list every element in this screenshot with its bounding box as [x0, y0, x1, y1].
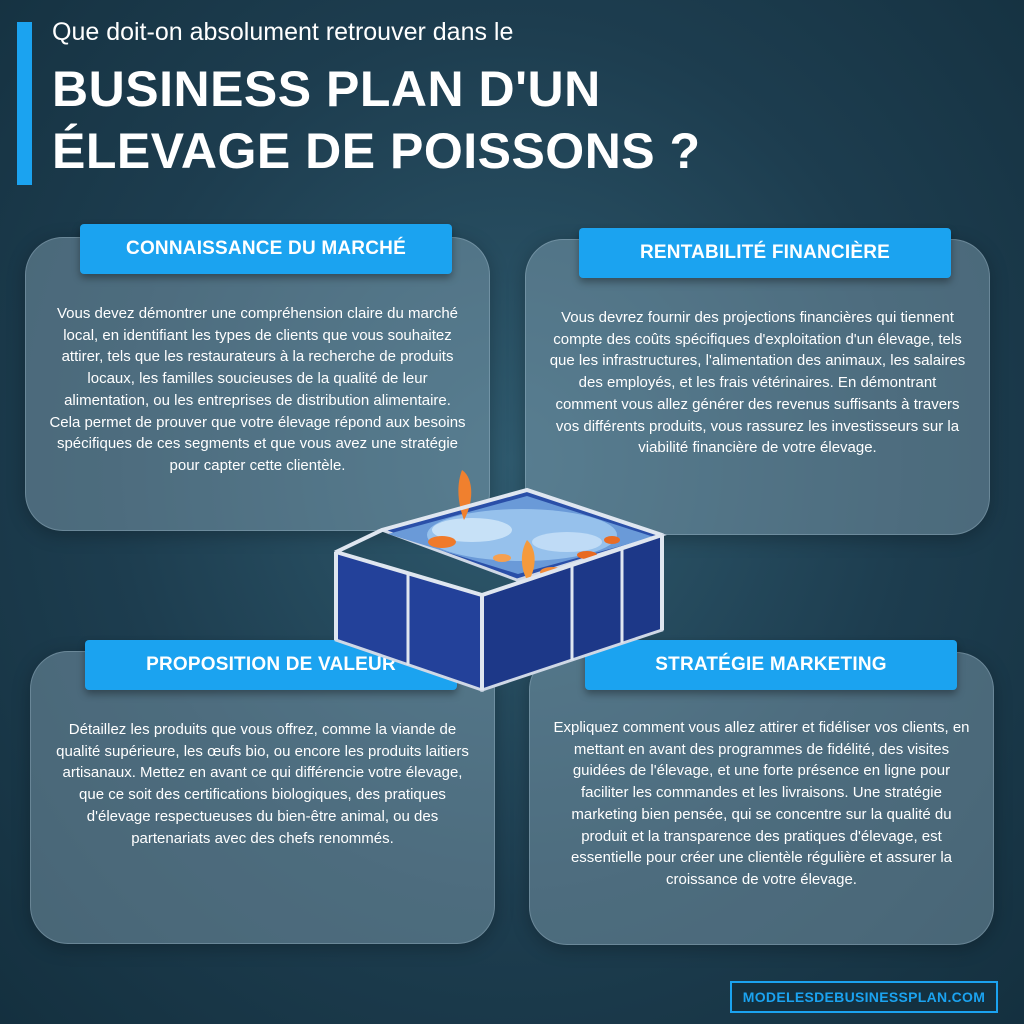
page-title: BUSINESS PLAN D'UN ÉLEVAGE DE POISSONS ?: [52, 58, 992, 182]
card-text: Détaillez les produits que vous offrez, …: [56, 721, 469, 847]
card-title-marketing-strategy: STRATÉGIE MARKETING: [585, 640, 957, 690]
footer-website[interactable]: MODELESDEBUSINESSPLAN.COM: [730, 981, 998, 1013]
card-title-value-proposition: PROPOSITION DE VALEUR: [85, 640, 457, 690]
card-financial-profitability: Vous devrez fournir des projections fina…: [525, 239, 990, 535]
card-text: Expliquez comment vous allez attirer et …: [553, 719, 970, 888]
page-subtitle: Que doit-on absolument retrouver dans le: [52, 18, 514, 46]
card-market-knowledge: Vous devez démontrer une compréhension c…: [25, 237, 490, 531]
title-line-2: ÉLEVAGE DE POISSONS ?: [52, 123, 701, 179]
card-title-market-knowledge: CONNAISSANCE DU MARCHÉ: [80, 224, 452, 274]
card-text: Vous devez démontrer une compréhension c…: [49, 305, 466, 474]
card-text: Vous devrez fournir des projections fina…: [549, 309, 966, 457]
accent-bar: [17, 22, 32, 185]
card-title-financial-profitability: RENTABILITÉ FINANCIÈRE: [579, 228, 951, 278]
title-line-1: BUSINESS PLAN D'UN: [52, 61, 601, 117]
fish-tank-illustration: [334, 470, 667, 693]
card-marketing-strategy: Expliquez comment vous allez attirer et …: [529, 652, 994, 945]
card-value-proposition: Détaillez les produits que vous offrez, …: [30, 651, 495, 944]
